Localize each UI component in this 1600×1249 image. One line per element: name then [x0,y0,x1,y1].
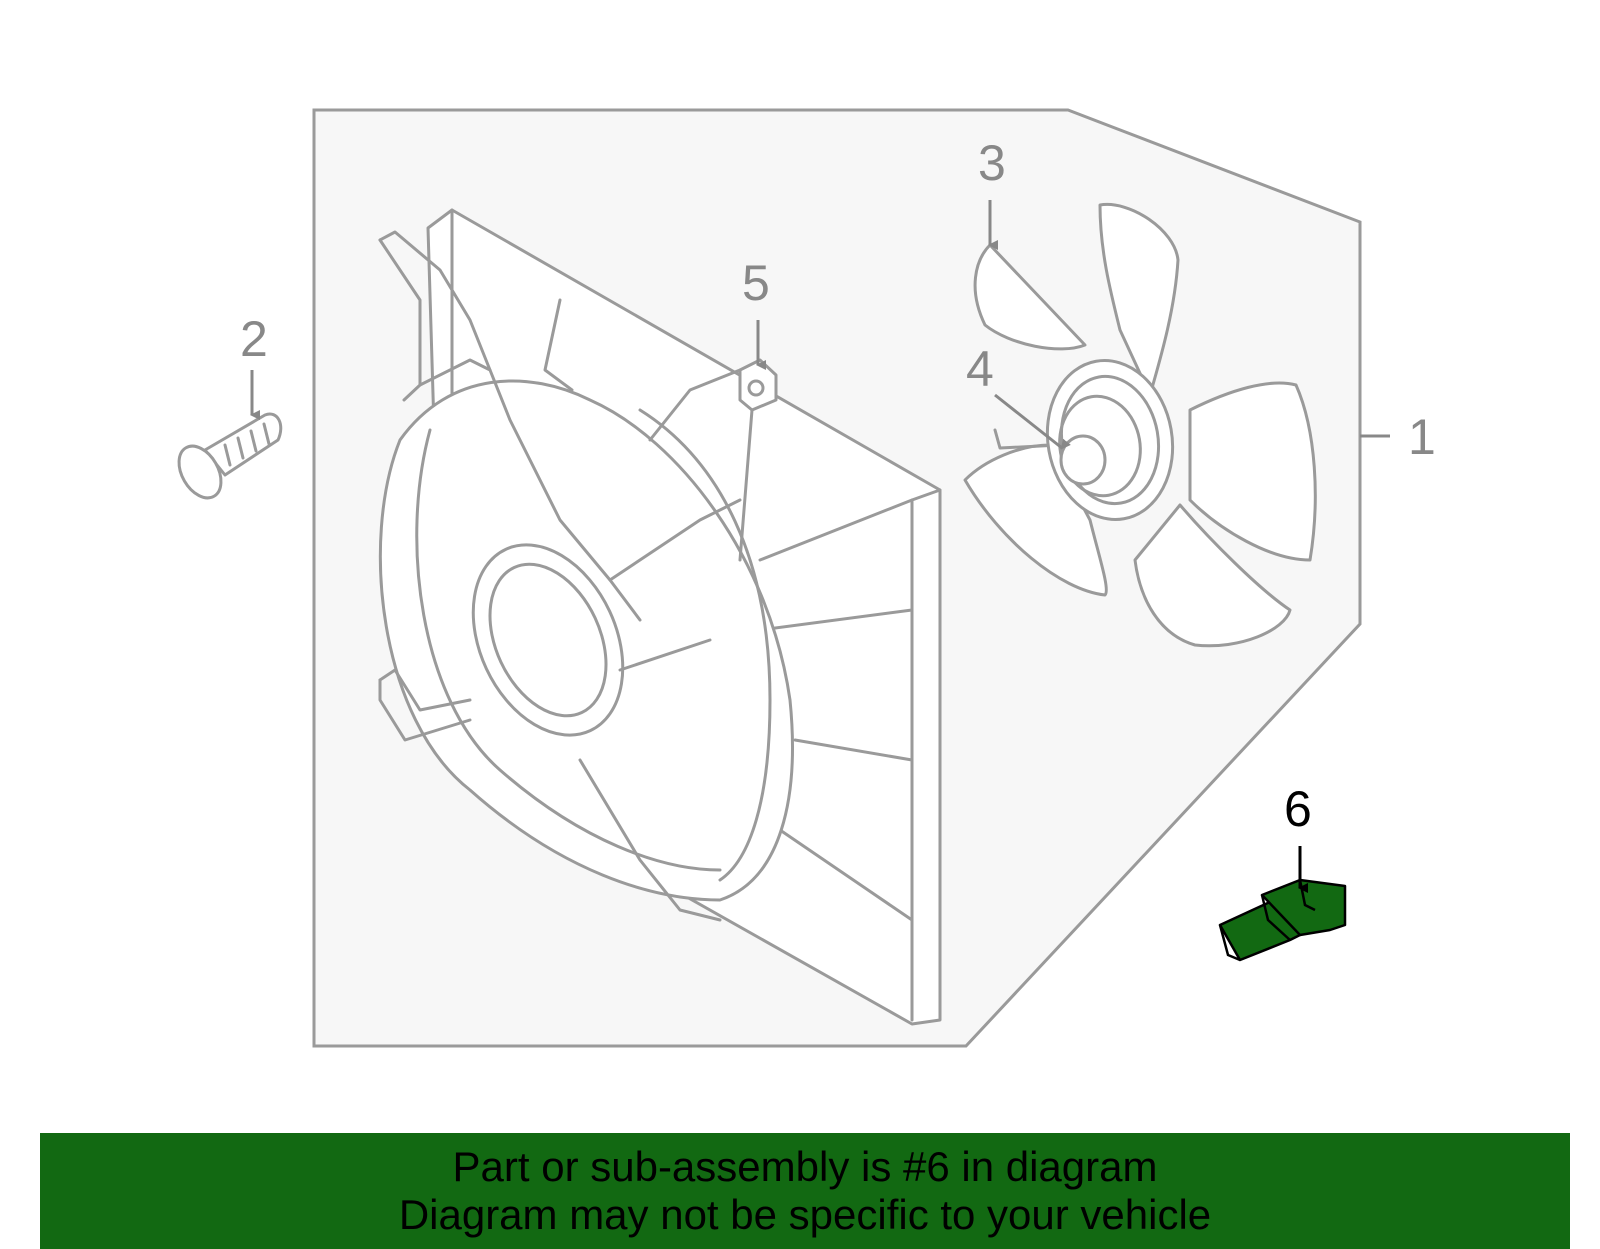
callout-1: 1 [1408,409,1436,465]
clip-fastener [177,412,283,500]
fan-shroud [378,208,942,1026]
parts-diagram: 1 2 3 4 5 6 [177,108,1436,1048]
callout-5: 5 [742,255,770,311]
banner-line-disclaimer: Diagram may not be specific to your vehi… [398,1191,1212,1238]
callout-3: 3 [978,135,1006,191]
callout-4: 4 [966,341,994,397]
highlighted-part-6 [1218,878,1347,962]
fan-motor [1059,434,1107,486]
info-banner: Part or sub-assembly is #6 in diagram Di… [40,1133,1570,1249]
banner-line-part: Part or sub-assembly is #6 in diagram [452,1143,1158,1190]
fan-blade [963,202,1317,648]
callout-6: 6 [1284,781,1312,837]
callout-2: 2 [240,311,268,367]
leader-line-4 [994,393,1071,450]
